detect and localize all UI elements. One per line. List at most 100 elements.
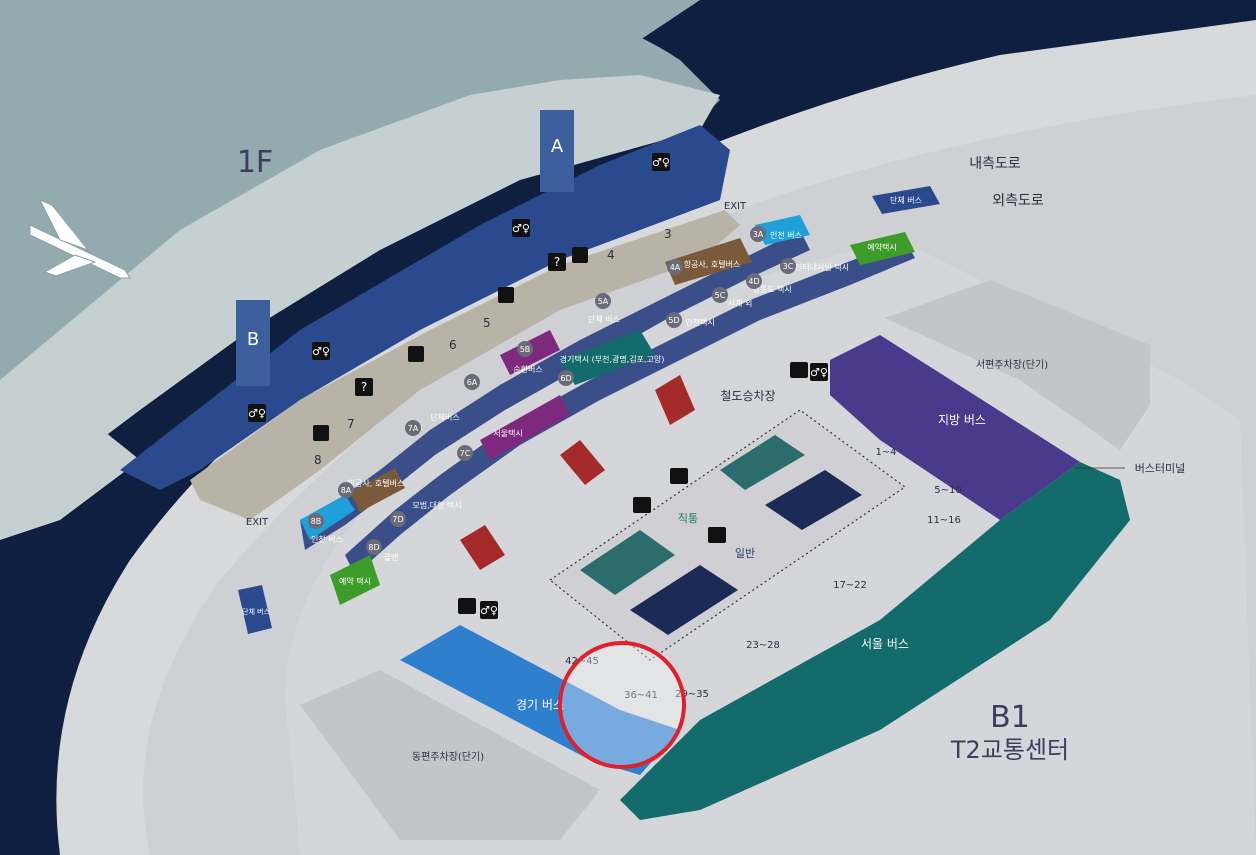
stop-7d-label: 모범,대형 택시 — [412, 500, 461, 510]
escalator-icon — [498, 287, 514, 303]
general-label: 일반 — [735, 546, 755, 560]
svg-text:8B: 8B — [311, 517, 322, 526]
bus-terminal-label: 버스터미널 — [1135, 462, 1186, 475]
escalator-icon — [408, 346, 424, 362]
escalator-icon — [572, 247, 588, 263]
outer-road-label: 외측도로 — [992, 193, 1044, 209]
t2-transport-center-label: T2교통센터 — [950, 736, 1069, 764]
gate-7: 7 — [347, 417, 355, 431]
gyeonggi-bus-label: 경기 버스 — [516, 698, 564, 712]
west-parking-label: 서편주차장(단기) — [976, 359, 1048, 371]
group-bus-top — [872, 186, 940, 214]
stop-3a-label: 인천 버스 — [770, 230, 802, 240]
stop-4a-zone — [665, 238, 752, 285]
west-parking-lot — [885, 280, 1150, 450]
stop-code-4a: 4A — [667, 259, 683, 275]
curb-lane-bus — [300, 230, 810, 550]
gate-5: 5 — [483, 316, 491, 330]
platform-1-4: 1~4 — [875, 447, 896, 458]
stop-code-8d: 8D — [366, 539, 382, 555]
concourse-b-tower — [236, 300, 270, 386]
local-bus-zone — [830, 335, 1080, 520]
stop-code-markers: 3A 3C 4A 4D 5C 5A 5D 5B 6D 6A 7A 7C 7D 8… — [308, 226, 796, 555]
terminal-building — [120, 125, 730, 490]
svg-text:6A: 6A — [467, 378, 478, 387]
stop-8b-label: 인천 버스 — [311, 534, 343, 544]
restroom-icon: ♂♀ — [312, 342, 330, 360]
escalators — [460, 375, 695, 570]
express-stair-bottom — [580, 530, 675, 595]
group-bus-left — [238, 585, 272, 634]
stop-4a-label: 항공사, 호텔버스 — [684, 259, 741, 269]
platform-42-45: 42~45 — [565, 656, 599, 667]
restroom-icon: ♂♀ — [810, 363, 828, 381]
gate-8: 8 — [314, 453, 322, 467]
stop-code-7d: 7D — [390, 511, 406, 527]
train-icon — [633, 497, 651, 513]
svg-text:♂♀: ♂♀ — [480, 604, 498, 617]
exit-left-label: EXIT — [246, 517, 269, 528]
floor-1f-label: 1F — [237, 145, 273, 180]
platform-17-22: 17~22 — [833, 580, 867, 591]
restroom-icon: ♂♀ — [480, 601, 498, 619]
curb-lane-taxi — [345, 240, 915, 575]
express-label: 직통 — [678, 512, 698, 525]
local-bus-label: 지방 버스 — [938, 413, 986, 427]
svg-text:7A: 7A — [408, 424, 419, 433]
concourse-a-label: A — [551, 136, 564, 157]
stop-code-8b: 8B — [308, 513, 324, 529]
gate-6: 6 — [449, 338, 457, 352]
east-parking-label: 동편주차장(단기) — [412, 751, 484, 763]
stop-7a-label: 단체버스 — [430, 412, 459, 422]
stop-code-6d: 6D — [558, 370, 574, 386]
stop-code-5b: 5B — [517, 341, 533, 357]
svg-text:♂♀: ♂♀ — [652, 156, 670, 169]
svg-text:♂♀: ♂♀ — [810, 366, 828, 379]
general-stair-bottom — [630, 565, 738, 635]
stop-code-5d: 5D — [666, 312, 682, 328]
general-stair-top — [765, 470, 862, 530]
stop-code-7a: 7A — [405, 420, 421, 436]
stop-6d-zone — [560, 330, 655, 385]
svg-text:5D: 5D — [668, 316, 679, 325]
svg-text:5A: 5A — [598, 297, 609, 306]
east-parking-lot — [300, 670, 600, 840]
stop-8a-label: 항공사, 호텔버스 — [348, 478, 405, 488]
stop-5d-label: 인천택시 — [685, 317, 714, 327]
seoul-bus-label: 서울 버스 — [861, 637, 909, 651]
group-bus-top-label: 단체 버스 — [890, 195, 922, 205]
stop-5a-label: 단체 버스 — [588, 314, 620, 324]
stop-8b-zone — [300, 495, 355, 540]
restroom-icon: ♂♀ — [652, 153, 670, 171]
reservation-taxi-left-label: 예약 택시 — [339, 576, 371, 586]
exit-right-label: EXIT — [724, 201, 747, 212]
platform-29-35: 29~35 — [675, 689, 709, 700]
group-bus-left-label: 단체 버스 — [242, 607, 271, 616]
train-icon — [790, 362, 808, 378]
stop-5b-label: 순환버스 — [513, 364, 542, 374]
stop-3c-label: 인터내셔널 택시 — [795, 262, 849, 272]
airplane-icon — [29, 199, 131, 279]
restroom-icon: ♂♀ — [512, 219, 530, 237]
stop-reservation-taxi — [850, 232, 915, 265]
svg-text:7D: 7D — [392, 515, 403, 524]
info-icon: ? — [548, 253, 566, 271]
stop-8a-zone — [350, 468, 405, 512]
stop-6d-label: 경기택시 (부천,광명,김포,고양) — [560, 354, 665, 364]
svg-text:4D: 4D — [748, 277, 759, 286]
apron-pier-left — [0, 420, 140, 540]
gate-4: 4 — [607, 248, 615, 262]
platform-36-41: 36~41 — [624, 690, 658, 701]
stop-code-7c: 7C — [457, 445, 473, 461]
svg-text:4A: 4A — [670, 263, 681, 272]
stop-4d-label: 영종도 택시 — [752, 284, 791, 294]
svg-text:3C: 3C — [783, 262, 794, 271]
stop-8d-label: 콜밴 — [384, 553, 399, 562]
stop-code-4d: 4D — [746, 273, 762, 289]
reservation-taxi-label: 예약택시 — [867, 242, 896, 252]
stop-left-reservation-taxi — [330, 555, 380, 605]
svg-text:6D: 6D — [560, 374, 571, 383]
info-icon: ? — [355, 378, 373, 396]
svg-text:5B: 5B — [520, 345, 531, 354]
